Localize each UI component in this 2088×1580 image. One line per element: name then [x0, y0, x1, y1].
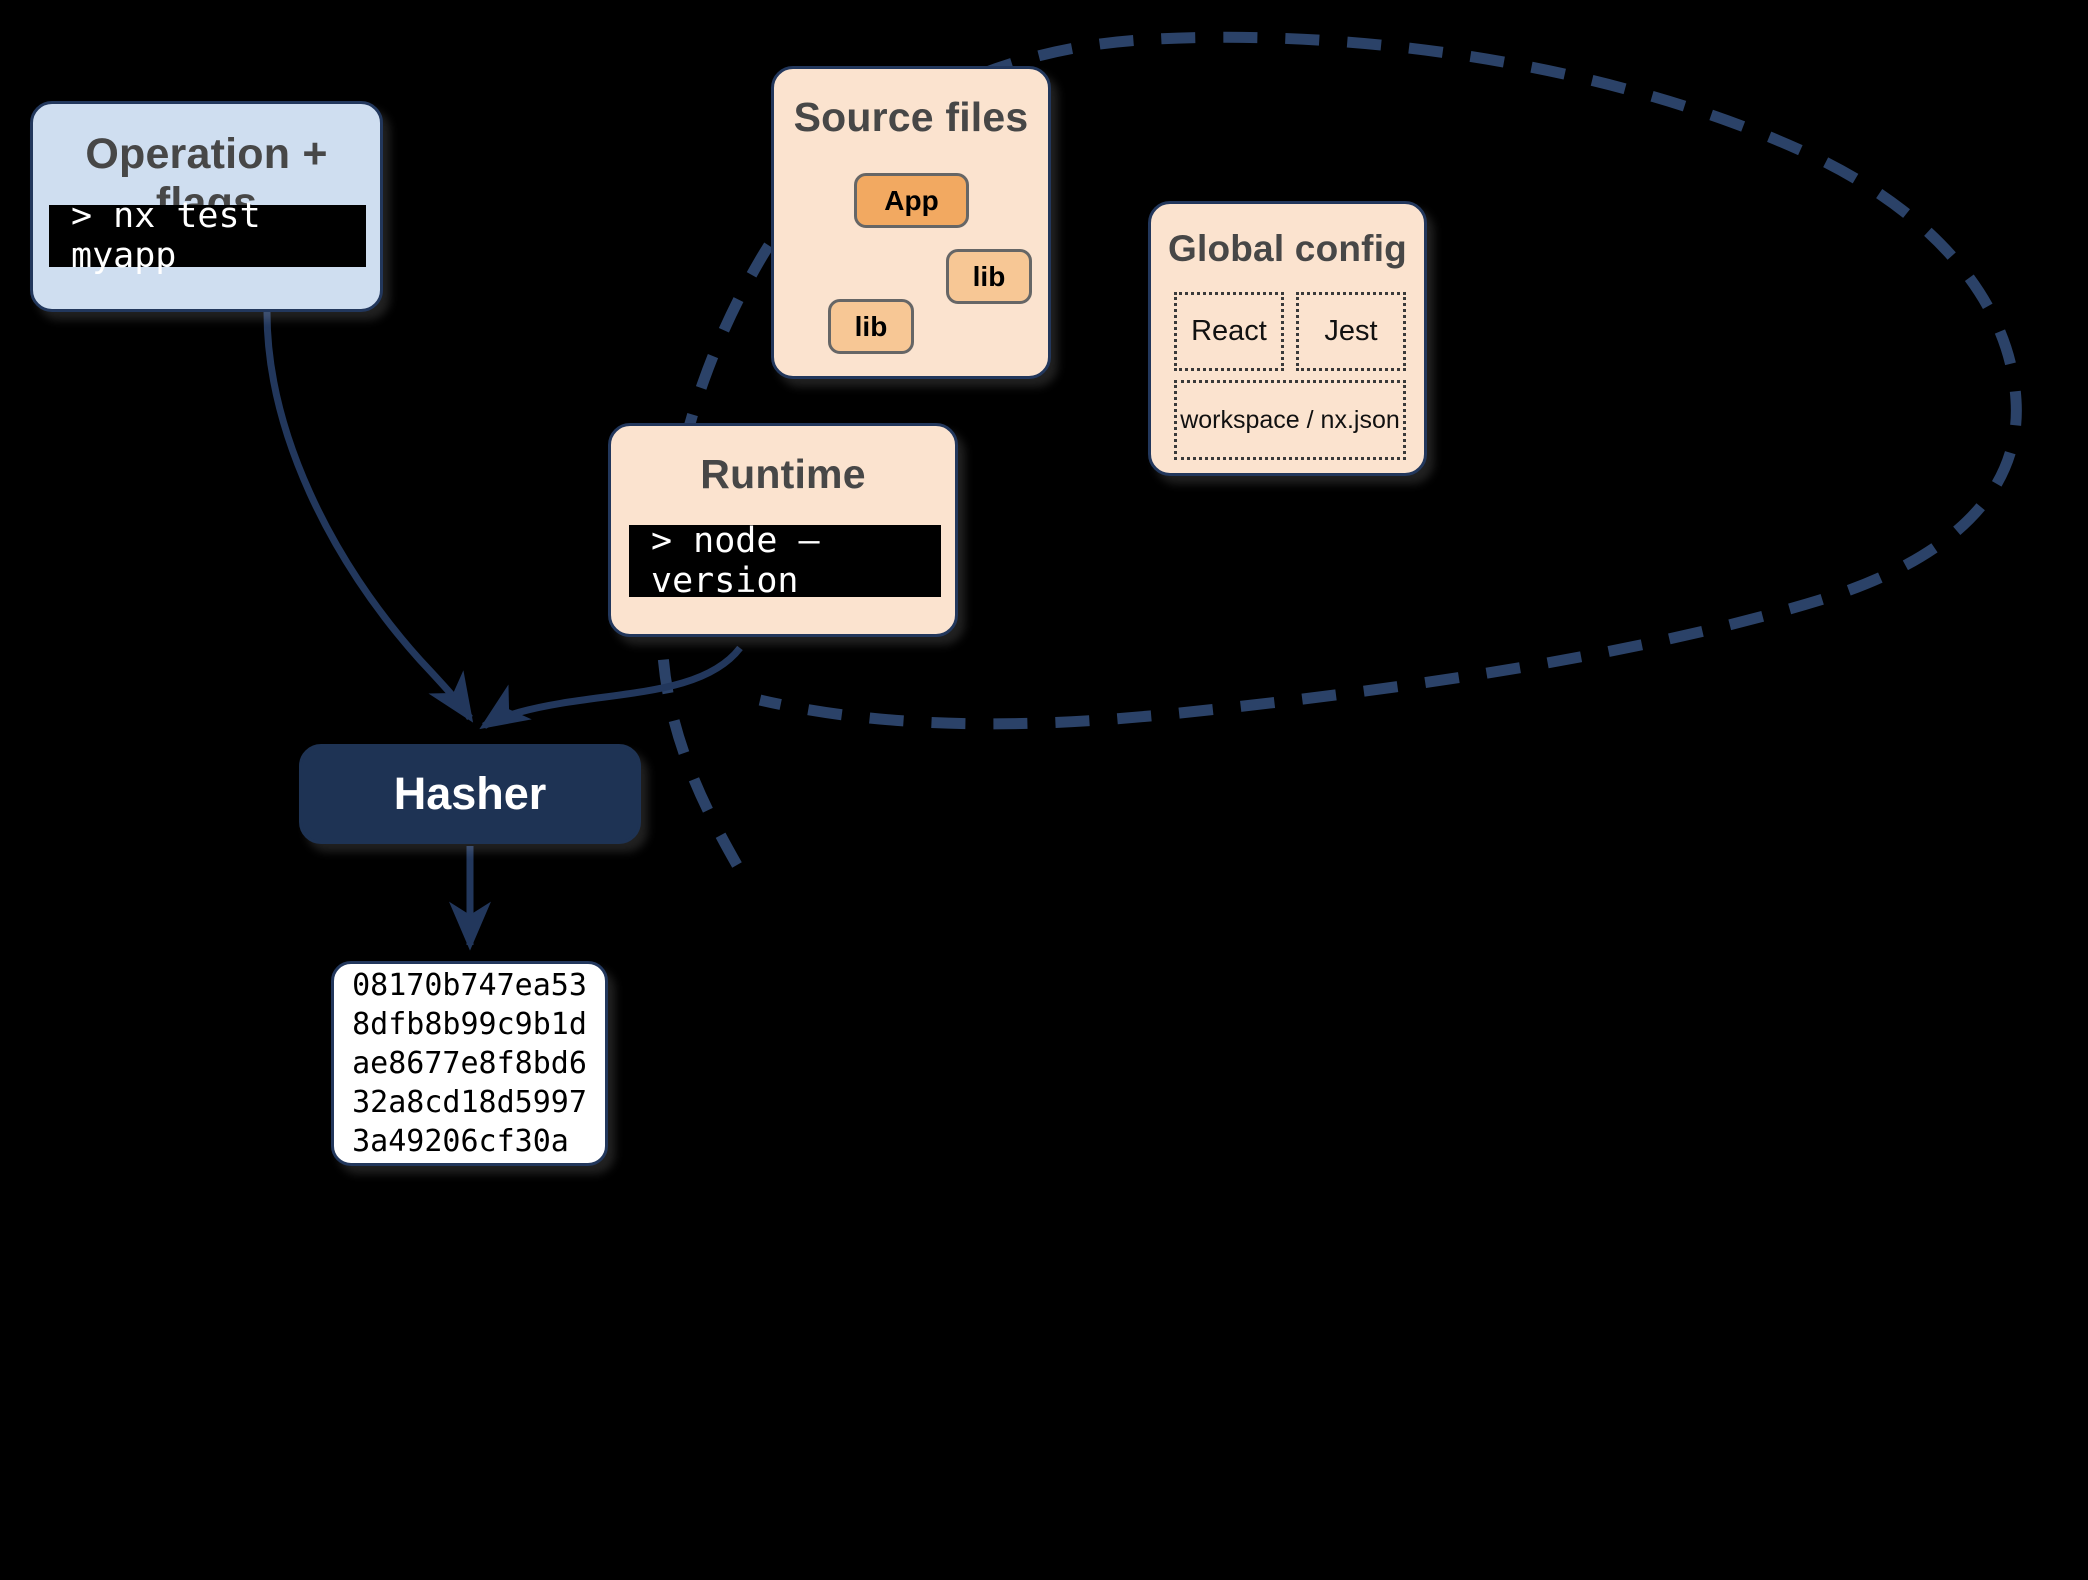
global-config-item-react-label: React	[1191, 315, 1267, 347]
operation-flags-card: Operation + flags > nx test myapp	[30, 101, 383, 312]
source-node-lib-left: lib	[828, 299, 914, 354]
edge-inputs-to-hasher	[479, 645, 743, 730]
source-node-lib-left-label: lib	[854, 310, 888, 342]
hasher-card: Hasher	[299, 744, 641, 844]
runtime-command-text: > node –version	[651, 521, 820, 601]
source-node-app-label: App	[884, 184, 939, 216]
runtime-title: Runtime	[700, 451, 866, 497]
source-files-title: Source files	[793, 94, 1029, 140]
operation-command-text: > nx test myapp	[71, 196, 261, 276]
hash-output-text: 08170b747ea53 8dfb8b99c9b1d ae8677e8f8bd…	[352, 968, 587, 1159]
global-config-item-jest-label: Jest	[1324, 315, 1378, 347]
hash-output-card: 08170b747ea53 8dfb8b99c9b1d ae8677e8f8bd…	[331, 961, 608, 1166]
source-node-lib-right: lib	[946, 249, 1032, 304]
hasher-label: Hasher	[393, 768, 547, 819]
global-config-item-workspace: workspace / nx.json	[1174, 380, 1406, 460]
source-files-card: Source files App lib lib	[771, 66, 1051, 379]
edge-operation-to-hasher	[263, 311, 474, 723]
global-config-title: Global config	[1168, 228, 1407, 269]
runtime-card: Runtime > node –version	[608, 423, 958, 637]
global-config-card: Global config React Jest workspace / nx.…	[1148, 201, 1427, 476]
source-node-lib-right-label: lib	[972, 260, 1006, 292]
global-config-item-react: React	[1174, 292, 1284, 371]
runtime-command-terminal: > node –version	[629, 521, 941, 601]
global-config-item-workspace-label: workspace / nx.json	[1180, 405, 1400, 434]
source-node-app: App	[854, 173, 969, 228]
operation-command-terminal: > nx test myapp	[49, 196, 366, 276]
global-config-item-jest: Jest	[1296, 292, 1406, 371]
